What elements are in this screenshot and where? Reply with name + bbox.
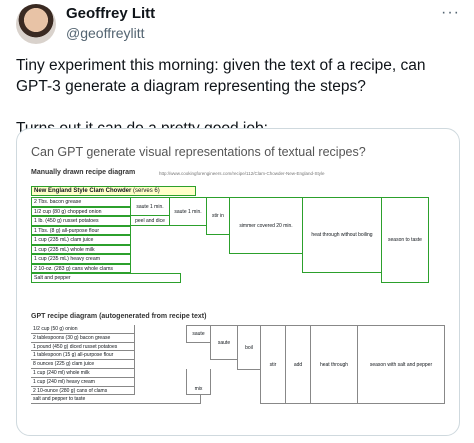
ingredient-row: 1 cup (235 mL) heavy cream [31, 254, 131, 264]
step-stir: stir [260, 325, 286, 404]
more-options-icon[interactable]: ··· [441, 4, 460, 21]
step-heat: heat through without boiling [302, 197, 382, 273]
manual-diagram: New England Style Clam Chowder (serves 6… [31, 186, 449, 286]
source-url: http://www.cookingforengineers.com/recip… [159, 171, 325, 176]
ingredient-row: 1 cup (235 mL) whole milk [31, 244, 131, 254]
ingredient-row: Salt and pepper [31, 273, 181, 283]
step-season: season with salt and pepper [357, 325, 445, 404]
step-saute: saute [210, 325, 238, 360]
image-title: Can GPT generate visual representations … [31, 145, 366, 159]
step-season: season to taste [381, 197, 429, 283]
ingredient-row: 1/2 cup (80 g) chopped onion [31, 206, 131, 216]
ingredient-row: 1 Tbs. (8 g) all-purpose flour [31, 225, 131, 235]
ingredient-row: 2 Tbs. bacon grease [31, 197, 131, 207]
ingredient-row: 1 lb. (450 g) russet potatoes [31, 216, 131, 226]
step-peel-dice: peel and dice [130, 215, 170, 226]
attached-image[interactable]: Can GPT generate visual representations … [16, 128, 460, 436]
ingredient-row: 2 10-ounce (280 g) cans of clams [31, 386, 135, 396]
step-saute: saute [186, 325, 211, 343]
ingredient-row: 1 pound (450 g) diced russet potatoes [31, 342, 135, 352]
avatar[interactable] [16, 4, 56, 44]
ingredient-row: 1/2 cup (50 g) onion [31, 325, 135, 334]
ingredient-row: salt and pepper to taste [31, 395, 201, 405]
ingredient-row: 1 cup (235 mL) clam juice [31, 235, 131, 245]
ingredient-row: 1 tablespoon (15 g) all-purpose flour [31, 351, 135, 361]
ingredient-row: 2 10-oz. (283 g) cans whole clams [31, 263, 131, 273]
step-simmer: simmer covered 20 min. [229, 197, 303, 254]
author-name[interactable]: Geoffrey Litt [66, 5, 156, 22]
step-mix: mix [186, 369, 211, 395]
step-saute: saute 1 min. [130, 197, 170, 216]
author-handle[interactable]: @geoffreylitt [66, 25, 145, 41]
step-saute: saute 1 min. [169, 197, 207, 226]
ingredient-row: 8 ounces (225 g) clam juice [31, 360, 135, 369]
gpt-diagram-label: GPT recipe diagram (autogenerated from r… [31, 313, 207, 320]
step-heat: heat through [310, 325, 358, 404]
step-add: add [285, 325, 311, 404]
step-boil: boil [237, 325, 261, 370]
tweet-paragraph: Tiny experiment this morning: given the … [16, 57, 426, 95]
step-stir-in: stir in [206, 197, 230, 235]
ingredient-row: 2 tablespoons (30 g) bacon grease [31, 333, 135, 343]
recipe-title: New England Style Clam Chowder (serves 6… [31, 186, 196, 196]
ingredient-row: 1 cup (240 ml) heavy cream [31, 377, 135, 387]
manual-diagram-label: Manually drawn recipe diagram [31, 169, 136, 176]
ingredient-row: 1 cup (240 ml) whole milk [31, 369, 135, 378]
gpt-diagram: 1/2 cup (50 g) onion 2 tablespoons (30 g… [31, 325, 449, 435]
